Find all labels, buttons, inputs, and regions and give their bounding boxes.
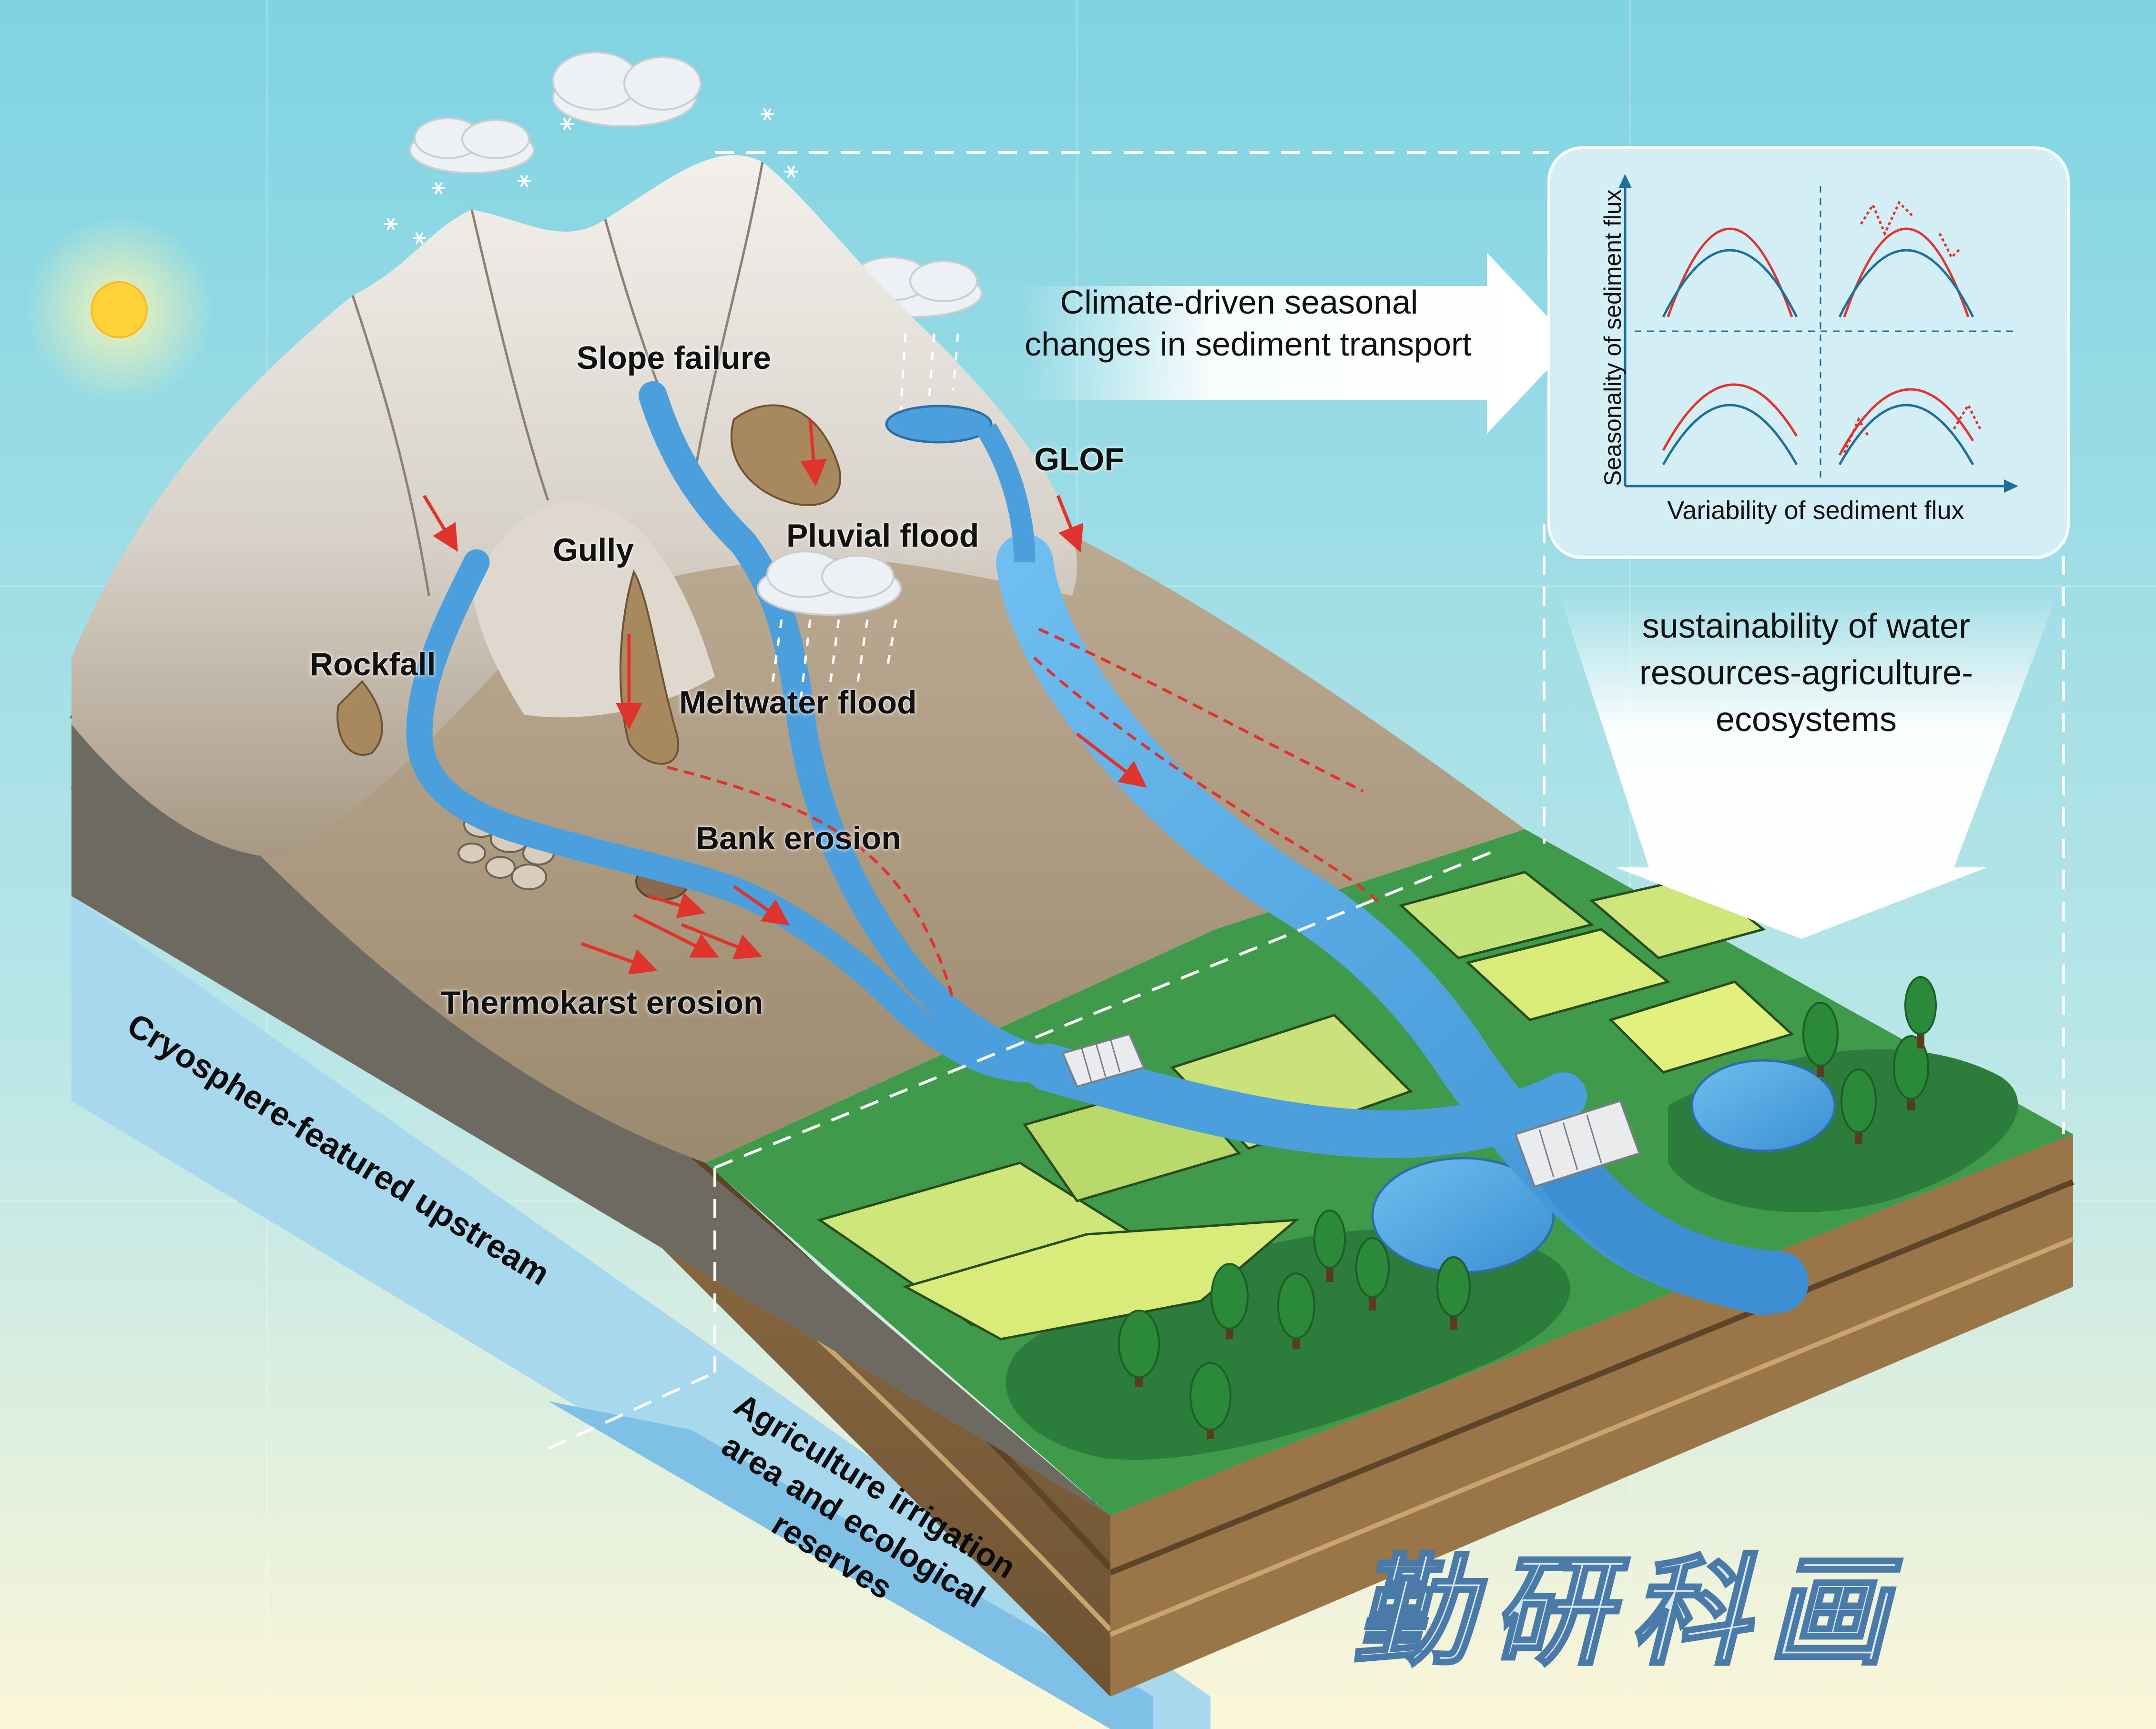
sustainability-arrow bbox=[1558, 591, 2059, 939]
soil-stratum-line bbox=[1109, 1179, 2075, 1576]
inset-curves bbox=[1662, 200, 1982, 466]
label-pluvial-flood: Pluvial flood bbox=[786, 518, 979, 554]
process-arrows bbox=[422, 419, 1147, 975]
gully-river bbox=[406, 549, 1062, 1083]
tree-icons bbox=[1118, 976, 1937, 1439]
glacial-lake bbox=[885, 405, 993, 444]
watermark-text: 勤研科画 bbox=[1352, 1540, 1906, 1683]
climate-arrow-line1: Climate-driven seasonal bbox=[1060, 284, 1418, 321]
sustainability-text: sustainability of water resources-agricu… bbox=[1568, 603, 2044, 743]
sun-icon bbox=[91, 281, 148, 338]
inset-ylabel: Seasonality of sediment flux bbox=[1599, 189, 1626, 486]
label-rockfall: Rockfall bbox=[310, 646, 436, 682]
bank-erosion-lines bbox=[667, 628, 1383, 1001]
upstream-side-panel bbox=[71, 896, 1210, 1729]
label-thermokarst-erosion: Thermokarst erosion bbox=[441, 985, 763, 1021]
inset-panel bbox=[1547, 146, 2070, 559]
soil-stratum-line bbox=[1109, 1237, 2074, 1637]
cloud-icon bbox=[409, 117, 535, 174]
inset-xlabel: Variability of sediment flux bbox=[1667, 496, 1964, 525]
climate-arrow-text: Climate-driven seasonal changes in sedim… bbox=[1025, 281, 1472, 365]
dam-icon bbox=[1061, 1033, 1145, 1088]
inset-axes bbox=[1618, 174, 2018, 493]
tributary-river bbox=[1025, 1044, 1587, 1159]
meltwater-river bbox=[639, 381, 1063, 1077]
label-gully: Gully bbox=[553, 532, 634, 568]
label-bank-erosion: Bank erosion bbox=[696, 820, 901, 856]
glof-channel bbox=[977, 423, 1036, 563]
sustainability-line3: ecosystems bbox=[1715, 701, 1897, 739]
label-slope-failure: Slope failure bbox=[577, 340, 772, 376]
sustainability-line1: sustainability of water bbox=[1642, 607, 1971, 645]
cloud-icon bbox=[757, 550, 902, 616]
climate-arrow bbox=[1020, 253, 1573, 434]
downstream-side-panel bbox=[548, 1401, 1153, 1729]
climate-arrow-line2: changes in sediment transport bbox=[1025, 325, 1472, 363]
pond bbox=[1690, 1059, 1836, 1152]
dam-icon bbox=[1514, 1099, 1641, 1188]
zone-boundary-lines bbox=[547, 151, 2065, 1450]
rain-streaks bbox=[771, 333, 959, 701]
sustainability-line2: resources-agriculture- bbox=[1639, 654, 1973, 692]
river-outlet bbox=[1542, 1146, 1809, 1313]
label-meltwater-flood: Meltwater flood bbox=[679, 684, 917, 721]
cloud-icon bbox=[552, 51, 702, 127]
soil-right-face bbox=[1110, 1134, 2073, 1697]
label-glof: GLOF bbox=[1034, 441, 1124, 478]
